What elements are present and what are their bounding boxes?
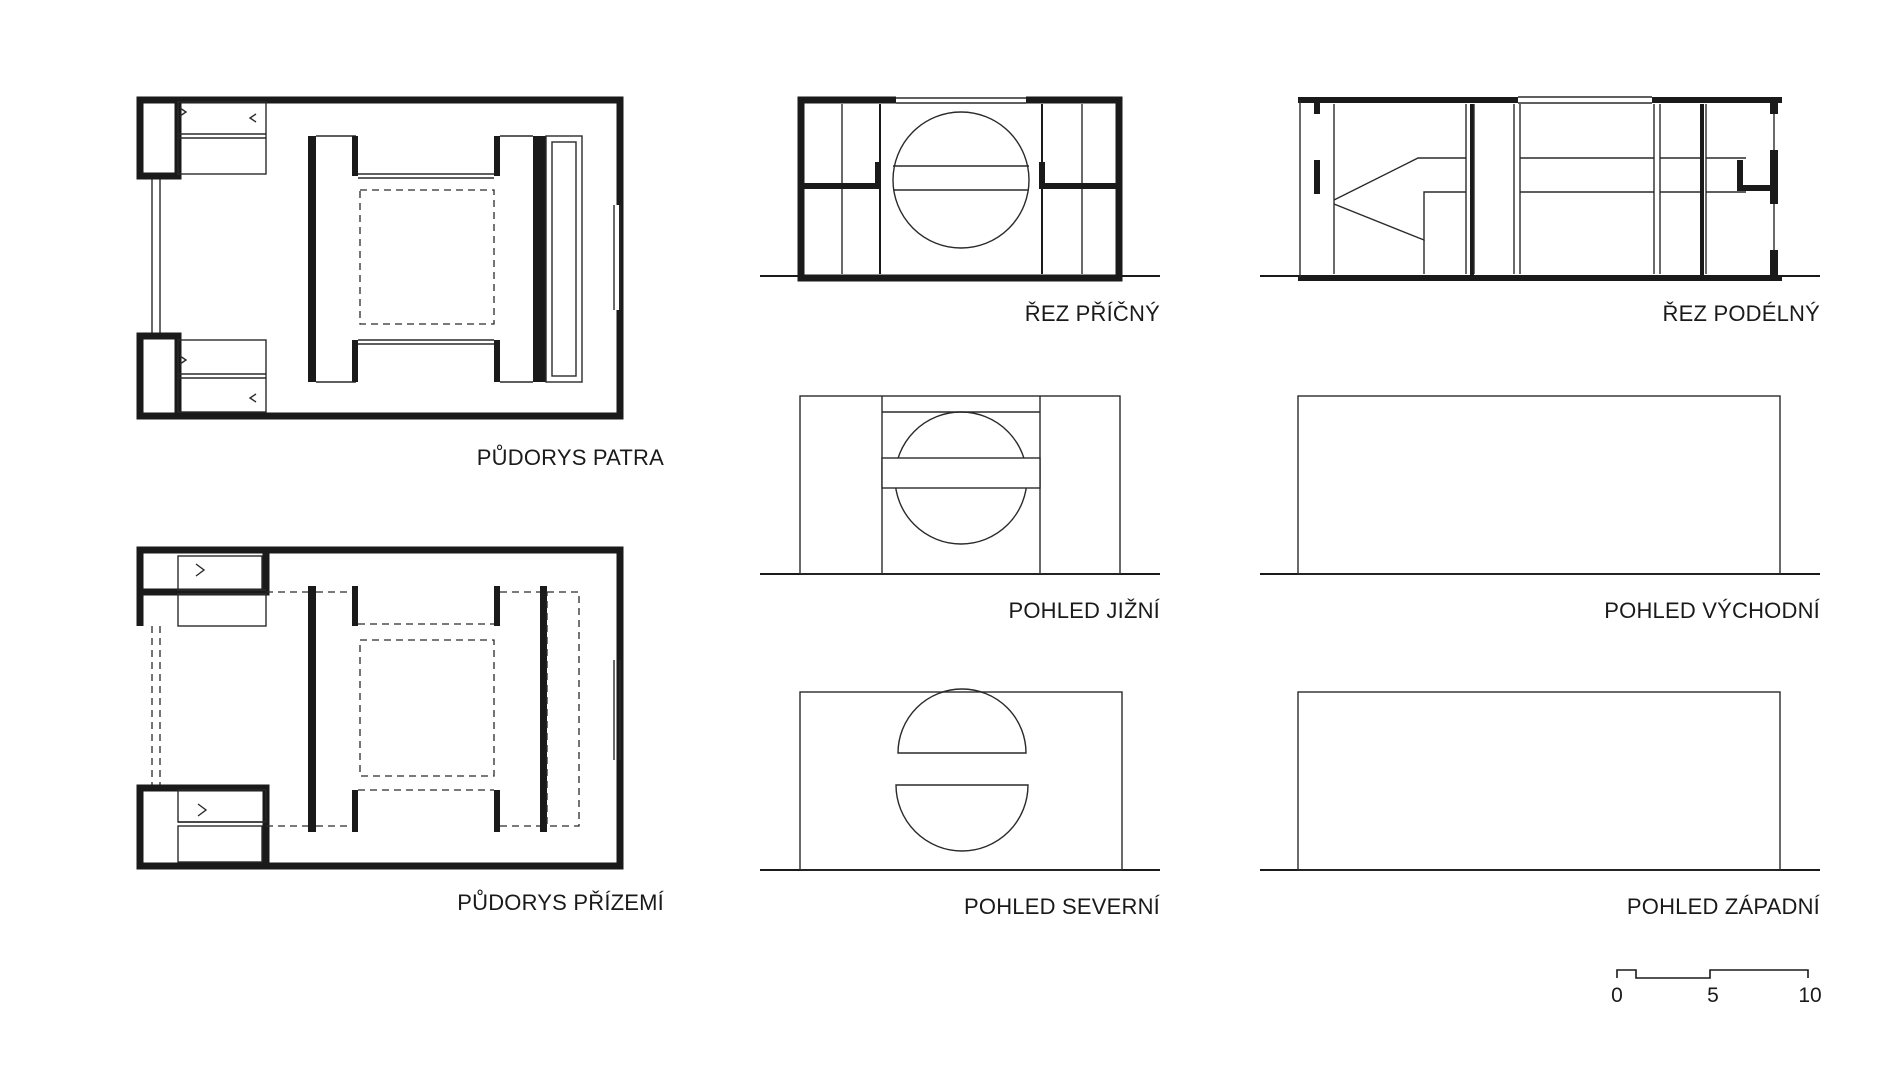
elevation-south	[760, 395, 1160, 575]
section-long	[1260, 96, 1820, 281]
stair-ground-top	[177, 555, 267, 627]
label-elevation-west: POHLED ZÁPADNÍ	[1627, 894, 1821, 919]
scale-tick-0: 0	[1611, 984, 1623, 1007]
label-floor-plan-ground: PŮDORYS PŘÍZEMÍ	[457, 890, 664, 915]
scale-tick-10: 10	[1798, 984, 1821, 1007]
label-elevation-north: POHLED SEVERNÍ	[964, 894, 1161, 919]
section-cross	[760, 96, 1160, 282]
elevation-north	[760, 688, 1160, 871]
floor-plan-upper	[136, 96, 624, 420]
label-section-cross: ŘEZ PŘÍČNÝ	[1025, 301, 1160, 326]
stair-ground-bottom	[177, 789, 267, 863]
scale-bar: 0 5 10	[1611, 969, 1822, 1007]
elevation-west	[1260, 691, 1820, 871]
scale-tick-5: 5	[1707, 984, 1719, 1007]
label-section-long: ŘEZ PODÉLNÝ	[1663, 301, 1821, 326]
label-elevation-east: POHLED VÝCHODNÍ	[1604, 598, 1820, 623]
label-elevation-south: POHLED JIŽNÍ	[1008, 598, 1160, 623]
elevation-east	[1260, 395, 1820, 575]
stair-upper-top	[177, 101, 267, 175]
stair-upper-bottom	[177, 339, 267, 413]
label-floor-plan-upper: PŮDORYS PATRA	[477, 445, 664, 470]
floor-plan-ground	[136, 546, 624, 870]
